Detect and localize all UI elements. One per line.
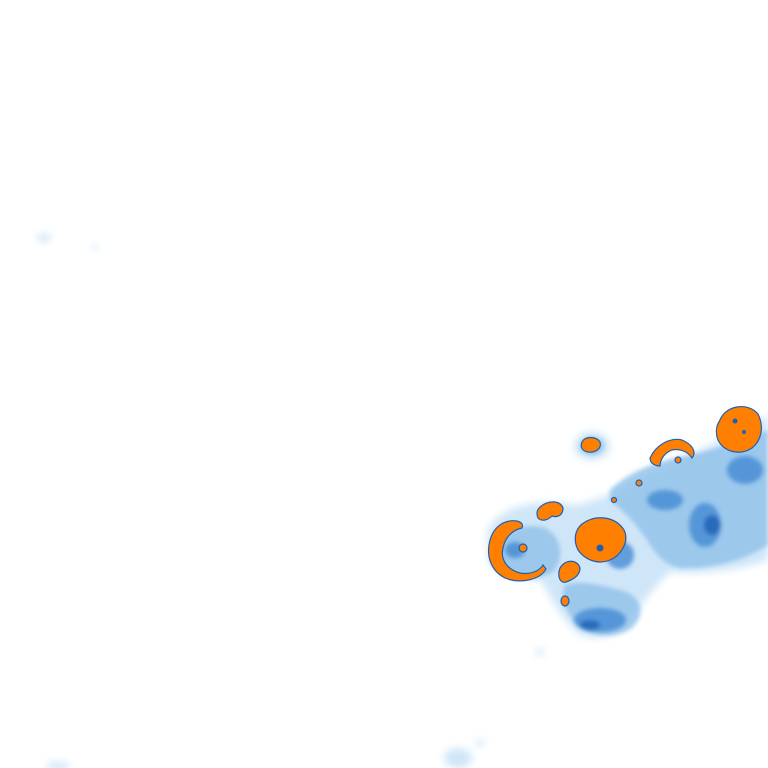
cell-ring-west [487, 520, 547, 582]
cell-central [574, 517, 627, 563]
precip-strong-layer [505, 456, 763, 632]
cell-west-small [536, 501, 564, 521]
precip-extreme-layer [487, 406, 762, 607]
cell-east-edge [715, 406, 762, 453]
cell-arc-northeast [649, 438, 695, 467]
extreme-voids [596, 418, 746, 552]
cell-south-fragment [558, 560, 581, 583]
cell-north-isolated [580, 436, 601, 453]
